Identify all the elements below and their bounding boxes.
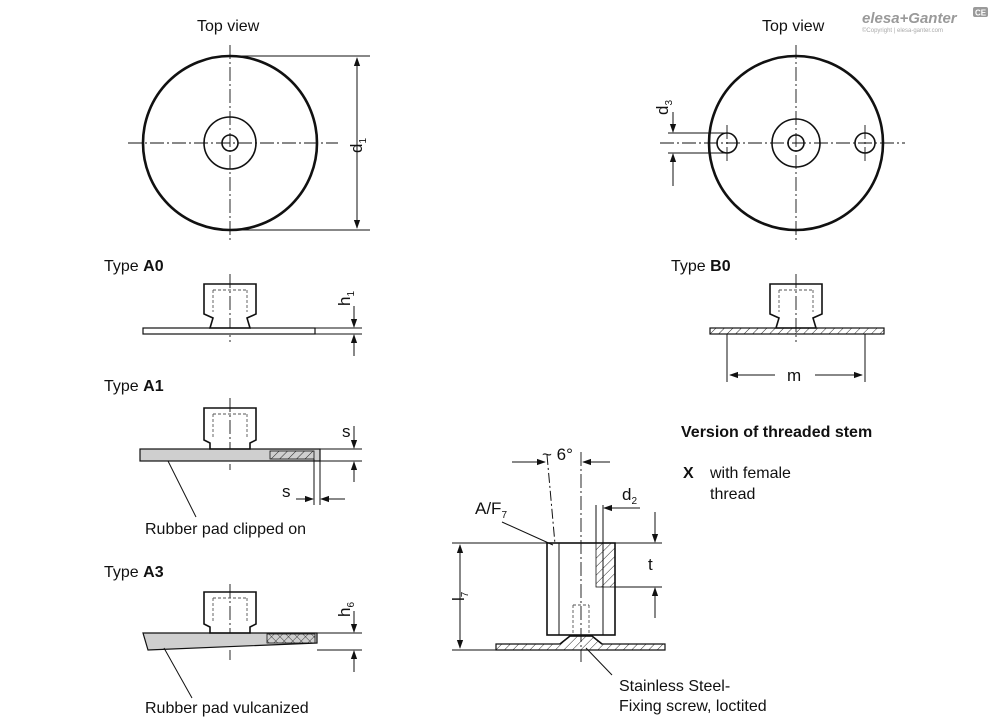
top-view-right-title: Top view — [762, 18, 825, 35]
type-a3-label: Type A3 — [104, 564, 164, 581]
type-a0-view: Type A0 h1 — [104, 258, 362, 356]
type-a1-view: Type A1 s s Rubber pad clipped on — [104, 378, 362, 538]
type-a0-label: Type A0 — [104, 258, 164, 275]
m-label: m — [787, 366, 801, 385]
type-b0-label: Type B0 — [671, 258, 731, 275]
version-code-x: X — [683, 465, 694, 482]
screw-caption-line2: Fixing screw, loctited — [619, 698, 767, 715]
a3-pad-caption: Rubber pad vulcanized — [145, 700, 309, 717]
t-label: t — [648, 555, 653, 574]
copyright-badge-icon: CE — [973, 7, 988, 18]
top-view-right: Top view d3 — [653, 18, 905, 242]
version-legend: Version of threaded stem X with female t… — [681, 424, 872, 503]
type-b0-view: Type B0 m — [671, 258, 885, 385]
version-heading: Version of threaded stem — [681, 424, 872, 441]
h1-label: h1 — [335, 291, 357, 306]
copyright-text: ©Copyright | elesa-ganter.com — [862, 27, 943, 34]
af7-label: A/F7 — [475, 499, 507, 521]
angle-label: ~ 6° — [542, 445, 573, 464]
badge-text: CE — [975, 9, 987, 18]
screw-caption-line1: Stainless Steel- — [619, 678, 730, 695]
type-a3-view: Type A3 h6 Rubber pad vulcanized — [104, 564, 362, 717]
d2-label: d2 — [622, 485, 637, 507]
brand-logo: elesa+Ganter ©Copyright | elesa-ganter.c… — [862, 7, 988, 34]
type-a1-label: Type A1 — [104, 378, 164, 395]
stem-detail-view: ~ 6° l7 A/F7 d2 t — [449, 445, 767, 715]
s-vertical-label: s — [342, 422, 351, 441]
top-view-left: Top view d1 — [128, 18, 370, 242]
a1-pad-caption: Rubber pad clipped on — [145, 521, 306, 538]
brand-logo-text: elesa+Ganter — [862, 10, 958, 27]
version-desc-line2: thread — [710, 486, 755, 503]
top-view-left-title: Top view — [197, 18, 260, 35]
s-horizontal-label: s — [282, 482, 291, 501]
h6-label: h6 — [335, 602, 357, 617]
version-desc-line1: with female — [709, 465, 791, 482]
d1-label: d1 — [347, 138, 369, 153]
d3-label: d3 — [653, 100, 675, 115]
l7-label: l7 — [449, 591, 471, 601]
